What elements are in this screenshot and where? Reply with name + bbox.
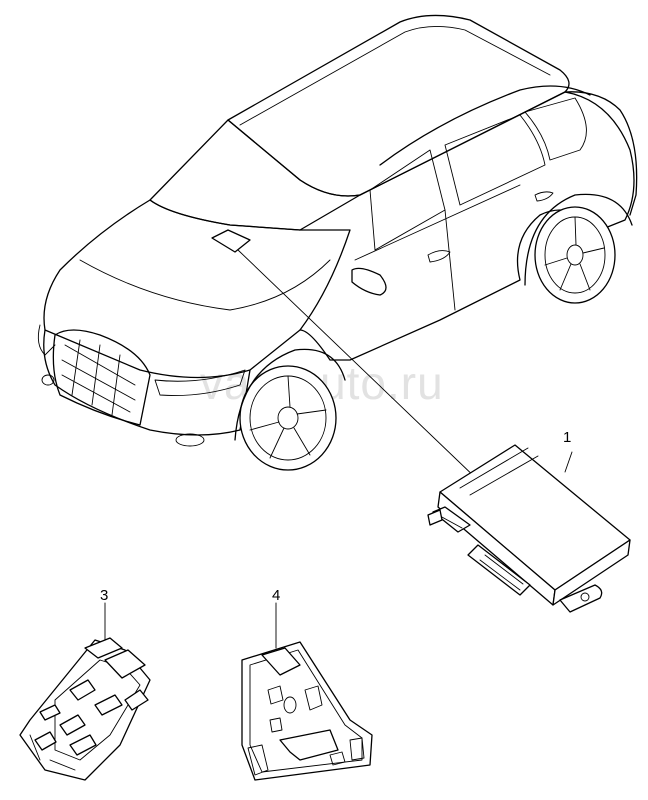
part-1-control-module — [427, 444, 631, 613]
part-4-holder-plate — [241, 602, 373, 781]
callout-3: 3 — [100, 587, 109, 604]
part-3-bracket — [19, 602, 151, 781]
leader-line-part-1 — [237, 249, 481, 483]
callout-1: 1 — [563, 429, 572, 446]
car-illustration — [37, 14, 638, 471]
callout-4: 4 — [272, 587, 281, 604]
